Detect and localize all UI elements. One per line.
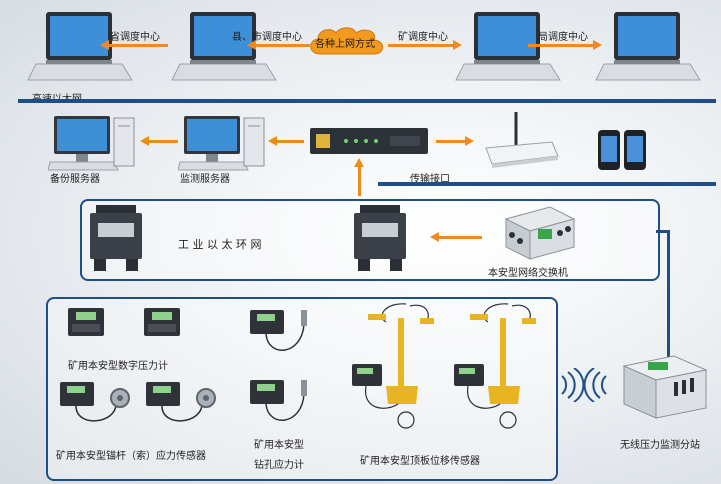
- network-switch-icon: [504, 206, 576, 260]
- mine-center-label: 矿调度中心: [398, 32, 448, 43]
- roof-sensor-label: 矿用本安型顶板位移传感器: [360, 456, 480, 467]
- arrow-to-bureau: [528, 40, 602, 50]
- anchor-sensor-1-icon: [60, 382, 130, 422]
- drill-gauge-1-icon: [250, 310, 307, 351]
- drill-gauge-label-line2: 钻孔应力计: [254, 460, 304, 471]
- wireless-signal-icon: [561, 368, 607, 402]
- drill-gauge-label-line1: 矿用本安型: [254, 440, 304, 451]
- high-speed-ethernet-line: [18, 99, 716, 103]
- wireless-station-label: 无线压力监测分站: [620, 440, 700, 451]
- laptop-county-icon: [171, 12, 277, 81]
- laptop-mine-icon: [455, 12, 561, 81]
- backup-server-label: 备份服务器: [50, 174, 100, 185]
- anchor-sensor-label: 矿用本安型锚杆（索）应力传感器: [56, 451, 206, 462]
- network-cloud-label: 各种上网方式: [315, 39, 375, 50]
- network-switch-label: 本安型网络交换机: [488, 268, 568, 279]
- roof-sensor-2-icon: [454, 303, 536, 429]
- anchor-sensor-2-icon: [146, 382, 216, 422]
- arrow-to-router: [436, 136, 474, 146]
- bureau-center-label: 局调度中心: [538, 32, 588, 43]
- network-cloud-icon: [310, 27, 384, 55]
- arrow-to-ring-switch: [430, 232, 482, 242]
- drill-gauge-2-icon: [250, 380, 307, 421]
- transmission-line: [378, 182, 716, 186]
- transmission-interface-icon: [310, 128, 428, 154]
- arrow-to-mine: [388, 40, 462, 50]
- arrow-to-backup: [140, 136, 178, 146]
- mobile-phones-icon: [598, 130, 646, 170]
- arrow-up-to-interface: [354, 158, 364, 196]
- monitor-server-label: 监测服务器: [180, 174, 230, 185]
- transmission-label: 传输接口: [410, 174, 450, 185]
- wireless-router-icon: [485, 112, 559, 168]
- wireless-station-icon: [622, 355, 708, 419]
- digital-gauge-1-icon: [68, 308, 104, 336]
- roof-sensor-1-icon: [352, 303, 434, 429]
- station-vertical-line: [667, 230, 670, 360]
- arrow-to-monitor: [268, 136, 304, 146]
- digital-gauge-label: 矿用本安型数字压力计: [68, 361, 168, 372]
- ring-switch-right-icon: [354, 205, 406, 271]
- backup-server-icon: [48, 116, 135, 171]
- ring-switch-left-icon: [90, 205, 142, 271]
- ring-to-station-line: [656, 230, 670, 233]
- arrow-to-provincial: [100, 40, 168, 50]
- provincial-center-label: 省调度中心: [110, 32, 160, 43]
- ring-network-label: 工 业 以 太 环 网: [178, 238, 262, 251]
- monitor-server-icon: [178, 116, 265, 171]
- laptop-provincial-icon: [27, 12, 133, 81]
- laptop-bureau-icon: [595, 12, 701, 81]
- arrow-to-county: [247, 40, 310, 50]
- digital-gauge-2-icon: [144, 308, 180, 336]
- county-center-label: 县、市调度中心: [232, 32, 302, 43]
